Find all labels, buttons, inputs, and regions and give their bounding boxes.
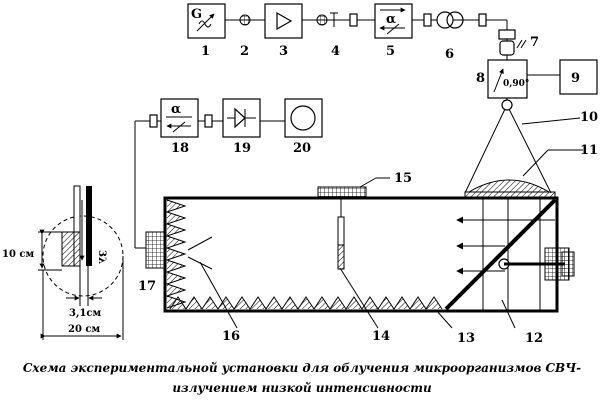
generator-letter: G bbox=[191, 7, 202, 22]
label-1: 1 bbox=[201, 44, 210, 59]
indicator-block-20: 20 bbox=[284, 98, 323, 156]
gear-17: 17 bbox=[138, 231, 165, 294]
horn-16: 16 bbox=[187, 236, 240, 344]
attenuator-block-5: α 5 bbox=[374, 3, 413, 59]
label-14: 14 bbox=[372, 329, 390, 344]
attenuator2-symbol: α bbox=[171, 102, 181, 117]
isolator-element-2: 2 bbox=[239, 14, 251, 59]
angle-label: 0,90° bbox=[503, 79, 529, 89]
meter-element-6: 6 bbox=[423, 11, 487, 62]
polarizer-element-7: 7 bbox=[498, 29, 539, 56]
label-16: 16 bbox=[222, 329, 240, 344]
leader-12: 12 bbox=[501, 299, 543, 346]
label-19: 19 bbox=[233, 141, 251, 156]
sample-holder-14: 14 bbox=[337, 198, 390, 344]
rotator-block-8: 0,90° 8 bbox=[476, 59, 560, 99]
label-7: 7 bbox=[530, 35, 539, 50]
label-15: 15 bbox=[394, 171, 412, 186]
caption-line-2: излучением низкой интенсивности bbox=[172, 381, 432, 395]
label-2: 2 bbox=[240, 44, 249, 59]
lambda-label: 3λ bbox=[96, 250, 107, 264]
gap-dimension: 3,1см bbox=[69, 308, 101, 319]
label-8: 8 bbox=[476, 71, 485, 86]
detector-block-19: 19 bbox=[222, 98, 261, 156]
width-dimension: 20 см bbox=[68, 324, 100, 335]
label-12: 12 bbox=[525, 331, 543, 346]
label-3: 3 bbox=[279, 44, 288, 59]
label-4: 4 bbox=[331, 44, 340, 59]
label-13: 13 bbox=[457, 331, 475, 346]
figure-caption: Схема экспериментальной установки для об… bbox=[0, 358, 604, 398]
label-20: 20 bbox=[293, 141, 311, 156]
lens-11: 11 bbox=[464, 143, 598, 199]
label-10: 10 bbox=[580, 110, 598, 125]
indicator-block-9: 9 bbox=[559, 59, 598, 95]
attenuator-symbol: α bbox=[386, 12, 396, 27]
sample-dimension-sketch: 3λ 10 см 3,1см 20 см bbox=[2, 185, 124, 340]
label-17: 17 bbox=[138, 279, 156, 294]
port-15: 15 bbox=[317, 171, 412, 199]
label-9: 9 bbox=[571, 71, 580, 86]
amplifier-block: 3 bbox=[264, 3, 303, 59]
horn-antenna-10: 10 bbox=[464, 98, 598, 194]
label-6: 6 bbox=[445, 47, 454, 62]
label-18: 18 bbox=[171, 141, 189, 156]
leader-13: 13 bbox=[435, 309, 475, 346]
anechoic-chamber bbox=[163, 196, 575, 313]
height-dimension: 10 см bbox=[2, 249, 34, 260]
attenuator-block-18: α 18 bbox=[160, 98, 199, 156]
label-5: 5 bbox=[386, 44, 395, 59]
label-11: 11 bbox=[580, 143, 598, 158]
caption-line-1: Схема экспериментальной установки для об… bbox=[22, 361, 582, 375]
coupler-element-4: 4 bbox=[316, 12, 358, 59]
generator-block: G 1 bbox=[187, 3, 226, 59]
